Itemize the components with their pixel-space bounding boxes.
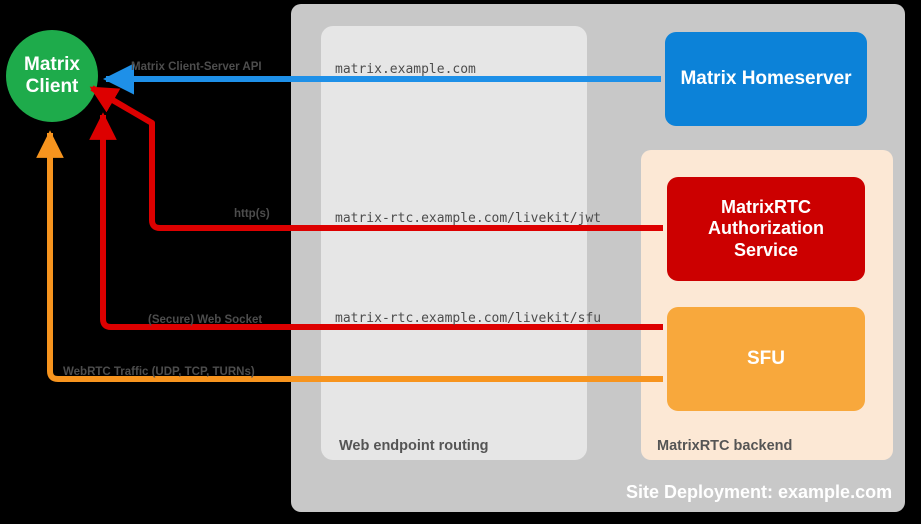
zone-label-web-endpoint-routing: Web endpoint routing	[339, 438, 489, 454]
edge-websocket-line	[89, 112, 663, 330]
edge-webrtc-line	[36, 130, 663, 382]
zone-web-endpoint-routing	[321, 26, 587, 460]
node-matrix-homeserver[interactable]	[665, 32, 867, 126]
node-matrix-client[interactable]	[6, 30, 98, 122]
zone-label-matrixrtc-backend: MatrixRTC backend	[657, 438, 793, 454]
endpoint-label-livekit-sfu: matrix-rtc.example.com/livekit/sfu	[335, 311, 602, 326]
endpoint-label-livekit-jwt: matrix-rtc.example.com/livekit/jwt	[335, 211, 602, 226]
node-matrixrtc-authorization-service[interactable]	[667, 177, 865, 281]
node-sfu[interactable]	[667, 307, 865, 411]
edge-label-cs-api: Matrix Client-Server API	[131, 61, 262, 73]
endpoint-label-matrix: matrix.example.com	[335, 62, 476, 77]
zone-label-site-deployment: Site Deployment: example.com	[626, 482, 893, 502]
edge-label-https: http(s)	[234, 208, 270, 220]
edge-https-line	[89, 85, 663, 231]
edge-label-websocket: (Secure) Web Socket	[148, 314, 263, 326]
edge-label-webrtc: WebRTC Traffic (UDP, TCP, TURNs)	[63, 366, 255, 378]
